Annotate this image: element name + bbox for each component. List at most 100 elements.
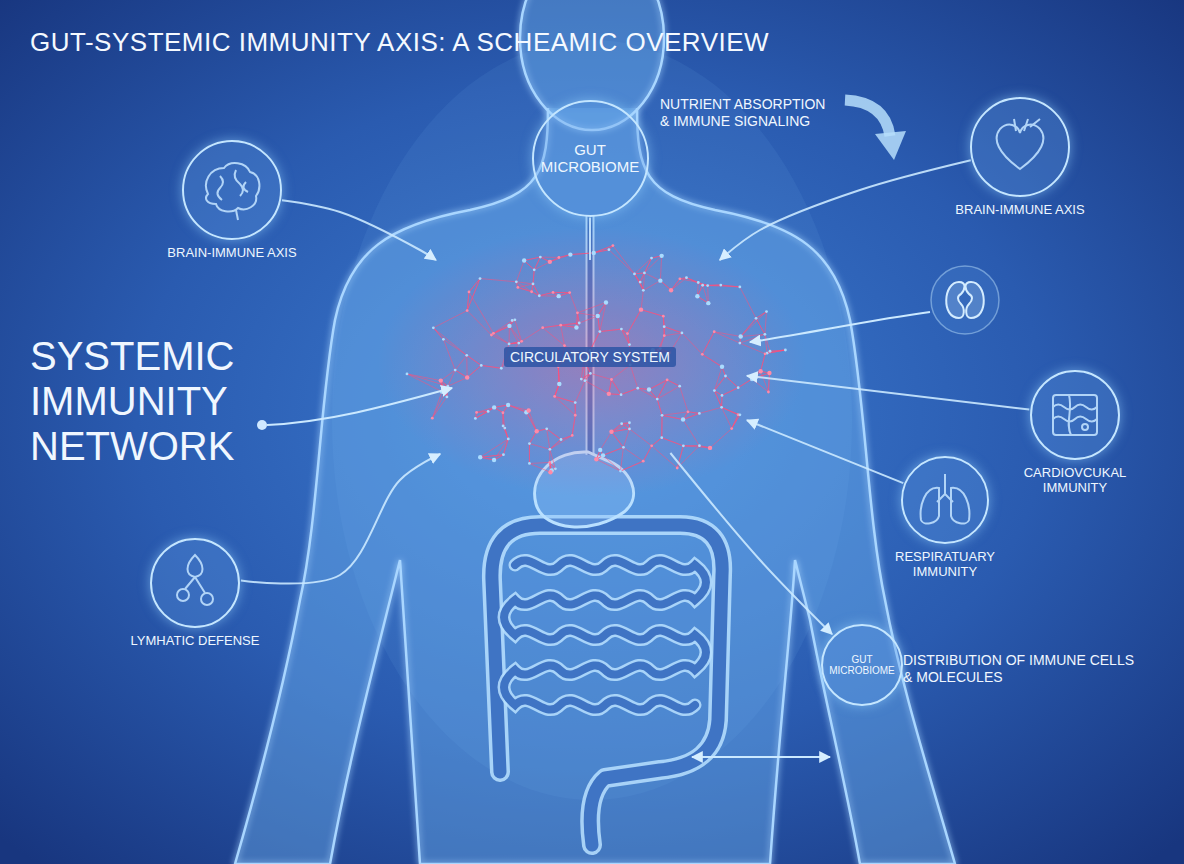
network-line: [516, 282, 531, 292]
network-dot: [739, 413, 742, 416]
network-dot: [647, 387, 651, 391]
network-line: [555, 396, 576, 402]
network-dot: [738, 342, 741, 345]
network-dot: [687, 410, 690, 413]
network-dot: [763, 333, 766, 336]
network-line: [516, 261, 524, 282]
network-line: [740, 287, 756, 318]
network-line: [585, 381, 609, 394]
network-dot: [701, 284, 704, 287]
network-line: [621, 388, 638, 394]
network-line: [598, 316, 600, 332]
network-line: [600, 432, 611, 450]
network-line: [726, 376, 739, 388]
network-dot: [636, 387, 639, 390]
network-line: [721, 285, 740, 287]
network-line: [768, 373, 769, 392]
network-line: [550, 440, 561, 450]
leader-line: [257, 420, 267, 430]
network-line: [662, 415, 683, 419]
network-line: [524, 257, 540, 260]
network-line: [761, 354, 765, 371]
network-line: [503, 439, 508, 455]
network-dot: [720, 365, 724, 369]
network-line: [768, 373, 769, 392]
network-dot: [784, 349, 787, 352]
network-line: [539, 292, 553, 295]
network-line: [714, 376, 725, 391]
network-line: [634, 274, 643, 290]
network-line: [558, 367, 559, 385]
network-line: [534, 257, 540, 270]
signal-arrow: [875, 131, 906, 160]
network-dot: [454, 369, 457, 372]
network-dot: [594, 457, 598, 461]
network-dot: [666, 378, 669, 381]
network-dot: [578, 322, 581, 325]
network-line: [481, 365, 501, 368]
network-line: [740, 343, 765, 354]
leader-line: [257, 312, 930, 757]
connector-arrow: [670, 453, 832, 634]
network-line: [503, 426, 508, 439]
connector-arrow: [589, 218, 591, 261]
network-line: [590, 373, 611, 379]
network-line: [603, 447, 623, 455]
network-line: [714, 332, 740, 343]
network-line: [613, 246, 635, 274]
network-line: [643, 273, 644, 290]
network-line: [634, 258, 651, 274]
network-line: [708, 286, 740, 287]
network-dot: [596, 314, 600, 318]
network-line: [570, 293, 578, 313]
connector-arrow: [282, 200, 436, 260]
network-dot: [601, 453, 605, 457]
network-line: [575, 381, 585, 403]
network-line: [638, 388, 657, 399]
network-line: [594, 250, 609, 253]
kidney-icon: [931, 266, 999, 334]
network-line: [623, 447, 643, 461]
leader-line: [692, 756, 830, 758]
network-dot: [681, 417, 685, 421]
network-dot: [767, 371, 771, 375]
signal-arrow: [845, 100, 890, 136]
network-line: [493, 321, 512, 334]
network-line: [407, 374, 441, 381]
network-line: [576, 313, 578, 328]
network-dot: [628, 421, 631, 424]
network-dot: [612, 244, 615, 247]
network-line: [547, 429, 561, 440]
network-line: [722, 388, 738, 396]
network-line: [524, 257, 540, 260]
network-dot: [619, 470, 622, 473]
network-line: [683, 445, 699, 446]
network-dot: [620, 422, 623, 425]
network-line: [529, 444, 549, 450]
network-dot: [622, 446, 625, 449]
network-dot: [658, 278, 662, 282]
network-dot: [548, 448, 551, 451]
network-line: [581, 373, 590, 379]
network-dot: [706, 284, 709, 287]
network-line: [756, 312, 766, 319]
network-line: [529, 444, 530, 464]
network-dot: [557, 382, 561, 386]
network-dot: [765, 310, 768, 313]
network-line: [657, 399, 662, 415]
network-line: [663, 316, 665, 336]
network-line: [611, 365, 630, 380]
network-line: [467, 365, 481, 377]
icon-circle: BRAIN-IMMUNE AXIS: [970, 97, 1070, 197]
network-dot: [431, 417, 434, 420]
network-dot: [633, 273, 636, 276]
network-dot: [532, 282, 535, 285]
network-line: [738, 379, 752, 388]
network-dot: [507, 438, 510, 441]
network-line: [741, 318, 756, 336]
network-dot: [713, 389, 716, 392]
network-line: [448, 378, 467, 387]
network-dot: [708, 446, 712, 450]
network-line: [643, 446, 651, 461]
network-line: [732, 415, 740, 429]
